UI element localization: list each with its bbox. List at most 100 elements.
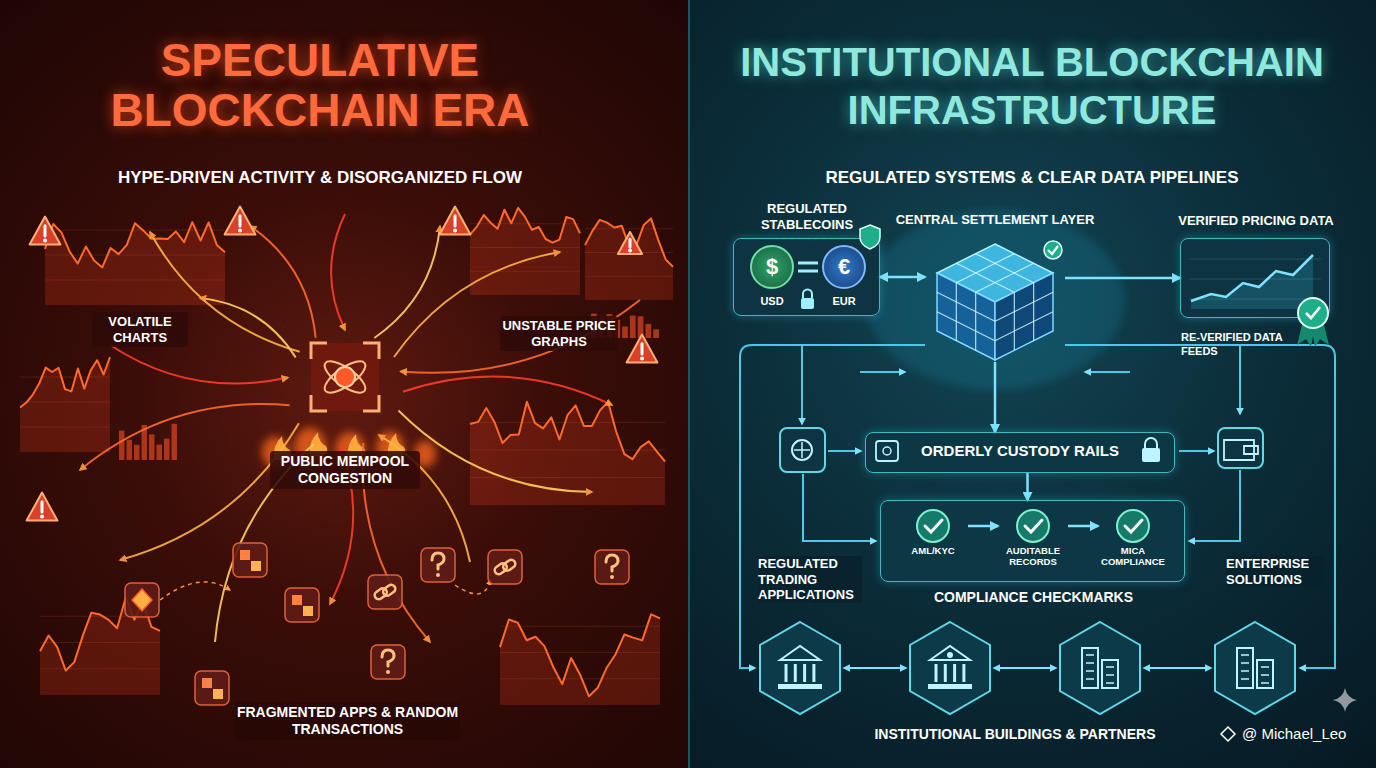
warning-bar — [629, 239, 632, 247]
broken-piece — [303, 606, 313, 616]
bank-roof — [780, 646, 820, 660]
chart-area — [500, 614, 660, 705]
fragmented-app-icon — [233, 543, 267, 577]
vault-box — [780, 428, 825, 472]
compliance-box: COMPLIANCE CHECKMARKSAML/KYCAUDITABLE RE… — [880, 500, 1185, 582]
wallet-box — [1218, 428, 1263, 468]
window-row — [1261, 666, 1269, 668]
pricing-box: VERIFIED PRICING DATARE-VERIFIED DATA FE… — [1180, 238, 1330, 318]
flow-connector — [1065, 277, 1180, 280]
warning-bar — [454, 216, 457, 226]
fragmented-app-icon — [285, 588, 319, 622]
bank-column — [944, 664, 947, 682]
bar — [157, 445, 163, 460]
partner-link — [994, 667, 1056, 669]
pipeline-label: ENTERPRISE SOLUTIONS — [1226, 556, 1324, 587]
warning-sign — [30, 217, 61, 245]
warning-sign — [225, 207, 256, 235]
check-circle — [1098, 505, 1168, 545]
verified-badge — [1293, 295, 1333, 349]
bank-base — [928, 684, 972, 689]
flow-connector — [1068, 525, 1098, 528]
bar — [164, 439, 170, 460]
bank-base — [778, 684, 822, 689]
wallet-shape — [1224, 440, 1258, 460]
chart-line — [470, 402, 665, 462]
institution-building — [1215, 622, 1295, 714]
tower — [1102, 660, 1118, 688]
bar — [653, 329, 659, 338]
mempool-icon — [305, 337, 385, 417]
warning-dot — [453, 228, 457, 232]
warning-bar — [44, 226, 47, 236]
window-row — [1106, 666, 1114, 668]
flow-connector — [994, 362, 997, 432]
dashed-arrow — [455, 580, 490, 594]
question-dot — [436, 573, 440, 577]
chaotic-flow-arrow — [403, 376, 612, 405]
window-row — [1086, 662, 1094, 664]
bar — [127, 440, 133, 460]
app-tile — [371, 645, 405, 679]
warning-dot — [640, 356, 644, 360]
flow-connector — [1026, 473, 1029, 500]
stablecoin-box: REGULATED STABLECOINS$€USDEUR — [733, 238, 880, 316]
flow-connector — [880, 276, 925, 279]
question-mark — [432, 553, 444, 569]
data-pipeline — [1085, 371, 1130, 373]
partner-link — [844, 667, 906, 669]
chart-line — [470, 208, 580, 243]
warning-dot — [43, 238, 47, 242]
question-dot — [386, 670, 390, 674]
chaotic-flow-arrow — [374, 226, 440, 338]
warning-triangle — [27, 493, 58, 521]
compliance-check: AML/KYC — [898, 505, 968, 579]
fragmented-app-icon — [595, 550, 629, 584]
broken-piece — [240, 550, 250, 560]
chart-line — [20, 357, 110, 407]
panel-subtitle: REGULATED SYSTEMS & CLEAR DATA PIPELINES — [718, 168, 1346, 188]
chart-label: VOLATILE CHARTS — [92, 312, 188, 347]
fragmented-app-icon — [125, 583, 159, 617]
hexagon-frame — [760, 622, 840, 714]
currency-code: EUR — [816, 295, 872, 307]
compliance-check: MICA COMPLIANCE — [1098, 505, 1168, 579]
bar — [172, 424, 178, 460]
chart-line — [585, 218, 673, 266]
app-tile — [285, 588, 319, 622]
section-caption: INSTITUTIONAL BUILDINGS & PARTNERS — [830, 726, 1200, 742]
bank-column — [962, 664, 965, 682]
check-label: AUDITABLE RECORDS — [998, 546, 1068, 568]
dashed-arrow — [160, 582, 230, 600]
bar — [645, 324, 651, 338]
window-row — [1086, 670, 1094, 672]
warning-dot — [628, 249, 632, 253]
bar — [622, 326, 628, 338]
warning-sign — [440, 207, 471, 235]
warning-triangle — [627, 335, 658, 363]
currency-code: USD — [744, 295, 800, 307]
speculative-panel: SPECULATIVE BLOCKCHAIN ERAHYPE-DRIVEN AC… — [0, 0, 688, 768]
app-tile — [195, 671, 229, 705]
watermark-logo — [1221, 727, 1235, 741]
volatile-chart — [470, 208, 580, 295]
fragmented-app-icon — [488, 550, 522, 584]
bank-roof — [930, 646, 970, 660]
bank-column — [794, 664, 797, 682]
bar — [134, 445, 140, 460]
app-tile — [233, 543, 267, 577]
check-circle — [998, 505, 1068, 545]
institution-building — [1060, 622, 1140, 714]
vault-spokes — [794, 442, 810, 458]
window-row — [1261, 674, 1269, 676]
chart-grid — [500, 626, 660, 627]
data-pipeline — [1239, 345, 1241, 414]
window-row — [1106, 674, 1114, 676]
fragmented-app-icon — [368, 575, 402, 609]
app-tile — [125, 583, 159, 617]
bank-column — [953, 664, 956, 682]
data-pipeline — [1179, 450, 1214, 452]
chaotic-flow-arrow — [80, 404, 290, 470]
node-label: PUBLIC MEMPOOL CONGESTION — [270, 451, 420, 489]
